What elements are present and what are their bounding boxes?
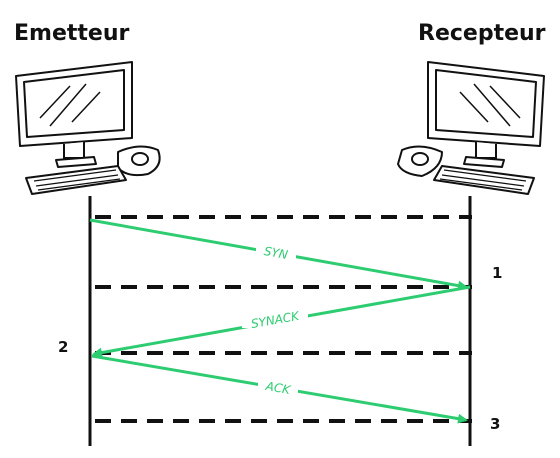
time-markers <box>95 215 472 423</box>
step-number-1: 1 <box>492 264 502 282</box>
step-number-3: 3 <box>490 415 500 433</box>
syn-label: SYN <box>263 244 289 262</box>
receiver-title: Recepteur <box>418 21 546 46</box>
syn-label-bg <box>256 244 296 260</box>
receiver-computer-icon <box>397 61 545 195</box>
ack-label: ACK <box>264 379 293 397</box>
ack-label-bg <box>258 380 298 396</box>
sender-computer-icon <box>15 61 161 195</box>
step-number-2: 2 <box>58 338 68 356</box>
sender-title: Emetteur <box>14 21 129 46</box>
synack-label-bg <box>242 312 308 328</box>
